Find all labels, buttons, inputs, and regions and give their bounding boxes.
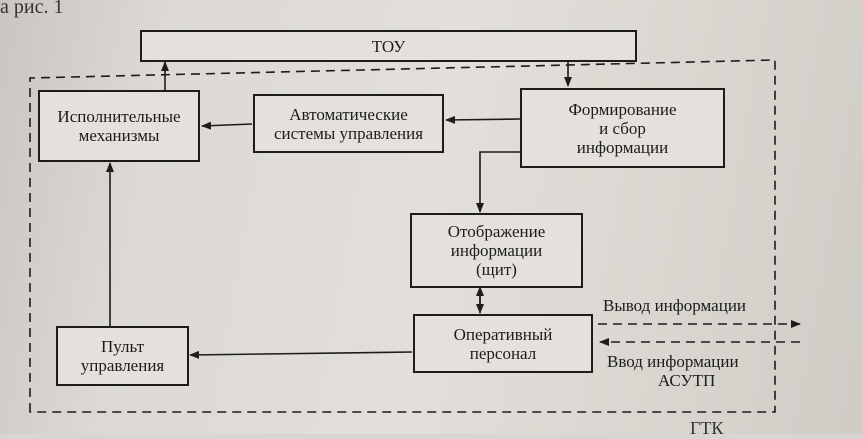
block-actuators-label: Исполнительные механизмы [57, 107, 181, 145]
block-operator-label: Оперативный персонал [453, 324, 553, 363]
block-display-label: Отображение информации (щит) [447, 222, 546, 279]
block-operator: Оперативный персонал [413, 314, 593, 373]
arrow-auto-to-actuators [201, 121, 253, 130]
block-display: Отображение информации (щит) [410, 213, 583, 288]
block-formation: Формирование и сбор информации [520, 88, 725, 168]
arrow-operator-to-console [189, 350, 413, 359]
block-console: Пульт управления [56, 326, 189, 386]
arrow-formation-to-auto [445, 115, 521, 124]
block-auto-control-label: Автоматические системы управления [273, 104, 424, 143]
label-output-info: Вывод информации [603, 296, 747, 315]
arrow-formation-to-display [476, 151, 520, 213]
text-fragment-top: а рис. 1 [0, 0, 64, 18]
block-actuators: Исполнительные механизмы [38, 90, 200, 162]
block-formation-label: Формирование и сбор информации [568, 99, 677, 157]
text-fragment-bottom: ГТК [690, 418, 724, 438]
block-tou: ТОУ [140, 30, 637, 62]
label-asutp: АСУТП [658, 371, 716, 390]
block-console-label: Пульт управления [80, 337, 165, 375]
block-tou-label: ТОУ [371, 36, 406, 56]
label-input-info: Ввод информации [607, 352, 739, 371]
block-auto-control: Автоматические системы управления [253, 94, 444, 153]
